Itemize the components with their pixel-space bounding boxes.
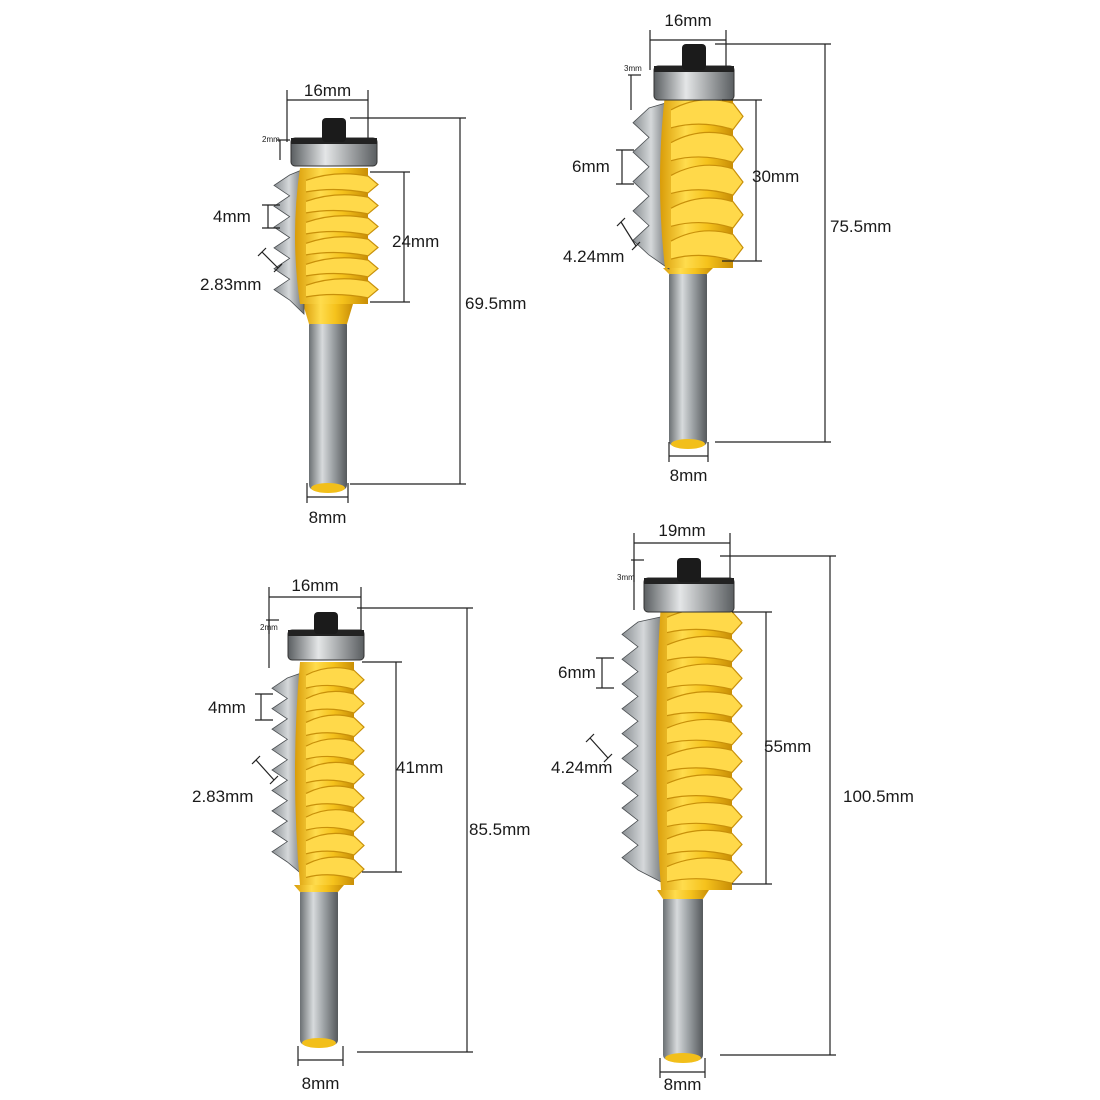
dim-tooth-depth: 4.24mm <box>563 247 624 266</box>
cutter-ridge <box>305 173 379 194</box>
dim-cut-height: 30mm <box>752 167 799 186</box>
shank <box>300 888 338 1045</box>
dim-bearing-gap: 3mm <box>624 64 642 73</box>
dimension-line <box>269 775 279 785</box>
steel-blade <box>271 671 305 877</box>
cutter-ridge <box>666 774 743 801</box>
dim-tooth-depth: 2.83mm <box>192 787 253 806</box>
dim-top-width: 16mm <box>304 81 351 100</box>
bearing-nut <box>322 118 346 142</box>
dimension-line <box>603 753 613 763</box>
neck <box>294 885 344 892</box>
cutter-ridge <box>666 829 743 857</box>
dimension-line <box>585 733 595 743</box>
dim-tooth-depth: 2.83mm <box>200 275 261 294</box>
dimension-line <box>255 759 275 781</box>
cutter-ridge <box>305 194 379 215</box>
dimension-line <box>261 251 279 269</box>
router-bit-2: 16mm 3mm 6mm 4.24mm 30mm 75.5mm 8mm <box>563 11 891 485</box>
cutter-ridge <box>666 746 743 774</box>
shank <box>669 270 707 446</box>
cutter-ridge <box>666 857 743 884</box>
dim-tooth-pitch: 6mm <box>572 157 610 176</box>
dim-overall-length: 100.5mm <box>843 787 914 806</box>
dim-shank-diameter: 8mm <box>664 1075 702 1094</box>
cutter-ridge <box>305 809 365 832</box>
neck <box>657 890 709 899</box>
cutter-ridge <box>670 99 744 131</box>
cutter-ridge <box>305 785 365 809</box>
cutter-ridge <box>305 832 365 856</box>
dimension-line <box>257 247 267 257</box>
cutter-ridge <box>666 663 743 690</box>
cutter-ridge <box>666 801 743 829</box>
router-bit-3: 16mm 2mm 4mm 2.83mm 41mm 85.5mm 8mm <box>192 576 530 1093</box>
dim-bearing-gap: 2mm <box>262 135 280 144</box>
dim-shank-diameter: 8mm <box>302 1074 340 1093</box>
cutter-ridge <box>666 718 743 746</box>
shank <box>663 895 703 1060</box>
neck <box>303 304 353 324</box>
cutter-ridge <box>670 164 744 196</box>
dimension-line <box>616 217 626 227</box>
dim-overall-length: 75.5mm <box>830 217 891 236</box>
dim-top-width: 16mm <box>291 576 338 595</box>
dim-tooth-depth: 4.24mm <box>551 758 612 777</box>
cutter-ridge <box>305 215 379 236</box>
bearing-nut <box>677 558 701 582</box>
cutter-ridge <box>666 691 743 718</box>
dim-bearing-gap: 3mm <box>617 573 635 582</box>
dimension-line <box>589 737 609 759</box>
dimension-line <box>251 755 261 765</box>
cutter-ridge <box>305 738 365 761</box>
dimension-line <box>273 263 283 273</box>
cutter-ridge <box>305 856 365 880</box>
dim-top-width: 19mm <box>658 521 705 540</box>
shank-tip <box>302 1038 336 1048</box>
dim-top-width: 16mm <box>664 11 711 30</box>
cutter-ridge <box>305 278 379 299</box>
cutter-ridge <box>305 667 365 690</box>
shank-tip <box>311 483 345 493</box>
dimension-line <box>631 241 641 251</box>
dim-tooth-pitch: 4mm <box>213 207 251 226</box>
bearing-nut <box>314 612 338 634</box>
neck <box>663 268 713 274</box>
dim-tooth-pitch: 4mm <box>208 698 246 717</box>
bearing-nut <box>682 44 706 70</box>
cutter-ridge <box>305 257 379 278</box>
steel-blade <box>621 615 666 885</box>
cutter-ridge <box>670 131 744 164</box>
dimension-line <box>620 221 637 247</box>
cutter-ridge <box>670 230 744 262</box>
shank <box>309 320 347 490</box>
dim-cut-height: 41mm <box>396 758 443 777</box>
cutter-ridge <box>305 761 365 785</box>
dim-bearing-gap: 2mm <box>260 623 278 632</box>
cutter-ridge <box>305 714 365 738</box>
dim-overall-length: 85.5mm <box>469 820 530 839</box>
dim-cut-height: 55mm <box>764 737 811 756</box>
dim-cut-height: 24mm <box>392 232 439 251</box>
steel-blade <box>632 101 670 270</box>
dim-shank-diameter: 8mm <box>309 508 347 527</box>
cutter-ridge <box>666 635 743 663</box>
dim-shank-diameter: 8mm <box>670 466 708 485</box>
dim-overall-length: 69.5mm <box>465 294 526 313</box>
router-bit-1: 16mm 2mm 4mm 2.83mm 24mm 69.5mm 8mm <box>200 81 526 527</box>
cutter-ridge <box>670 197 744 229</box>
cutter-ridge <box>305 236 379 257</box>
shank-tip <box>671 439 705 449</box>
router-bit-4: 19mm 3mm 6mm 4.24mm 55mm 100.5mm 8mm <box>551 521 914 1094</box>
shank-tip <box>665 1053 701 1063</box>
dim-tooth-pitch: 6mm <box>558 663 596 682</box>
cutter-ridge <box>305 690 365 714</box>
